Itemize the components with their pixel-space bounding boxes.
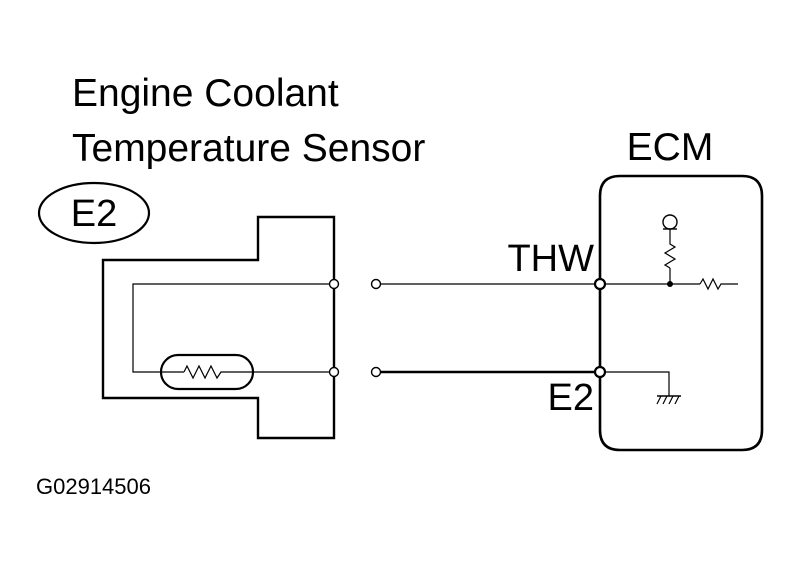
- ecm-input-resistor-icon: [699, 277, 738, 291]
- voltage-source-icon: [662, 214, 678, 230]
- harness-terminal-bottom: [370, 366, 382, 378]
- pullup-resistor-icon: [663, 238, 677, 269]
- sensor-terminal-top: [328, 278, 340, 290]
- ground-hatch-4: [674, 395, 680, 405]
- ecm-thw-terminal: [593, 277, 607, 291]
- sensor-internal-wire-top: [132, 283, 334, 373]
- thermistor-resistor-icon: [183, 364, 232, 380]
- ground-hatch-1: [656, 395, 662, 405]
- ground-hatch-3: [668, 395, 674, 405]
- harness-terminal-top: [370, 278, 382, 290]
- figure-id: G02914506: [36, 474, 151, 499]
- sensor-title-line1: Engine Coolant: [72, 72, 339, 115]
- ecm-label: ECM: [627, 126, 714, 169]
- sensor-title-line2: Temperature Sensor: [72, 127, 425, 170]
- ground-hatch-2: [662, 395, 668, 405]
- e2-terminal-label: E2: [548, 377, 594, 419]
- connector-code-ellipse: [37, 181, 151, 245]
- connector-code-label: E2: [71, 193, 117, 235]
- ecm-e2-line: [600, 371, 670, 396]
- ecm-e2-terminal: [593, 365, 607, 379]
- thw-terminal-label: THW: [507, 238, 594, 280]
- sensor-terminal-bottom: [328, 366, 340, 378]
- ecm-box: [598, 174, 764, 452]
- sensor-housing: [101, 215, 336, 440]
